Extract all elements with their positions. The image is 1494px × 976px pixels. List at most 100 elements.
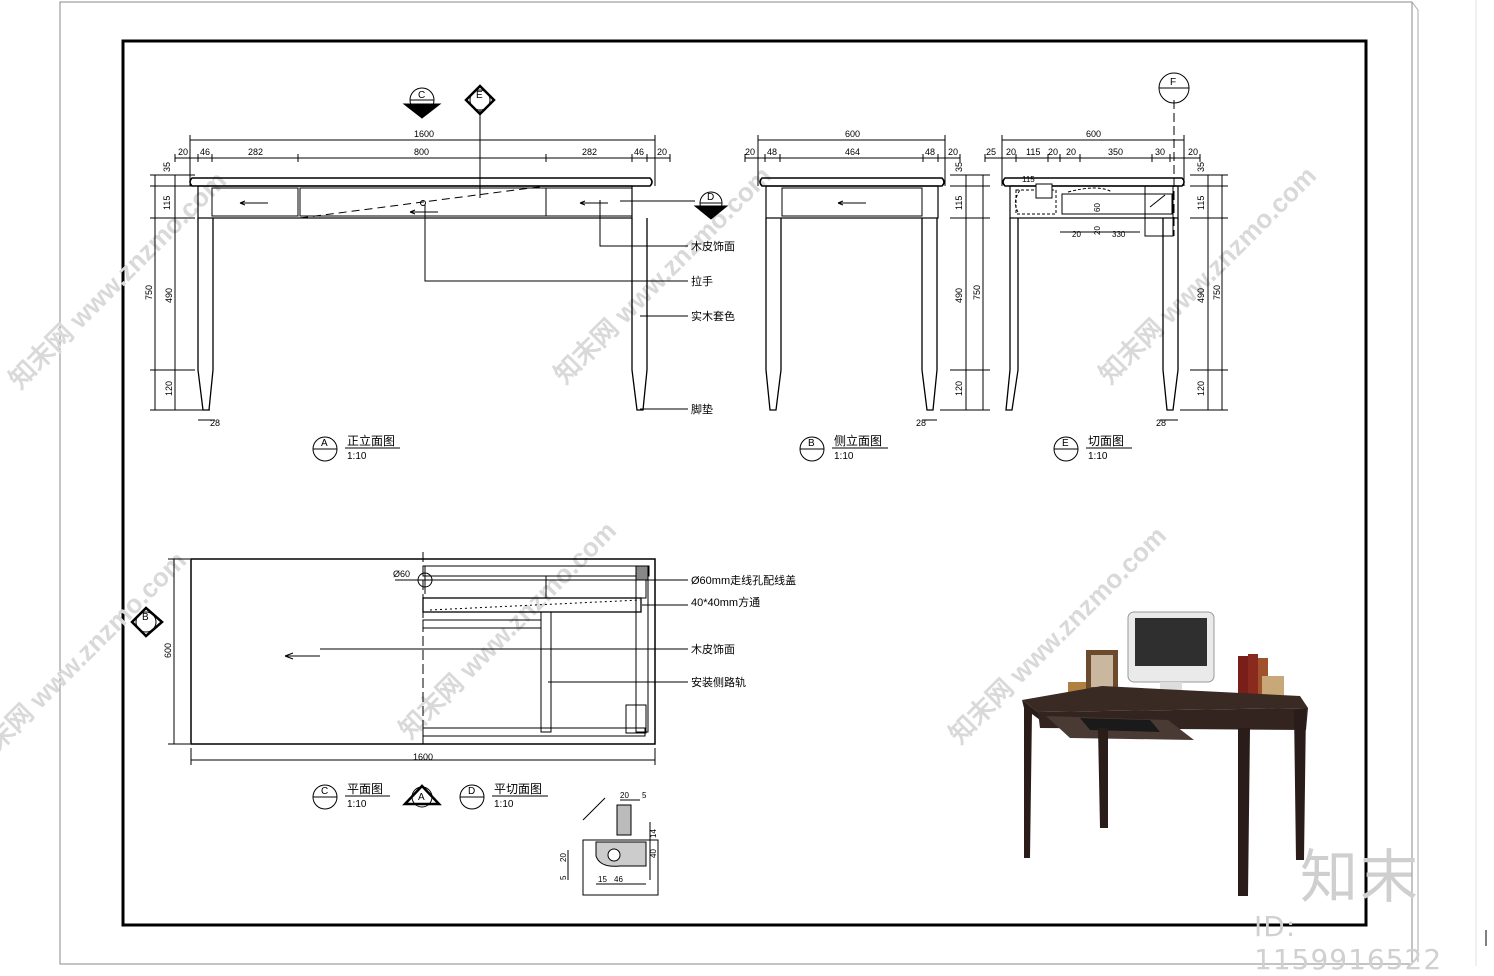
callout-square-tube: 40*40mm方通 [691, 595, 760, 609]
dim-text: 490 [954, 288, 964, 303]
title-tag: C [321, 786, 328, 797]
dim-text: 115 [1196, 196, 1206, 210]
dim-text: 20 [657, 147, 667, 157]
plan-width: 1600 [413, 752, 433, 762]
callout-handle: 拉手 [691, 274, 713, 288]
dim-text: 20 [1072, 230, 1081, 239]
dim-text: 115 [162, 196, 172, 210]
dim-text: 115 [1026, 147, 1040, 157]
dim-text: 115 [954, 196, 964, 210]
dim-text: 330 [1112, 230, 1126, 239]
marker-b: B [142, 612, 149, 623]
dim-text: 282 [248, 147, 263, 157]
view-title: 平切面图 [494, 782, 542, 796]
dim-text: 28 [210, 418, 220, 428]
dim-text: 20 [1066, 147, 1076, 157]
dim-text: 20 [948, 147, 958, 157]
dim-text: 20 [559, 853, 568, 862]
title-tag: B [808, 438, 815, 449]
view-title: 侧立面图 [834, 433, 882, 448]
view-scale: 1:10 [347, 799, 367, 810]
dim-text: 48 [767, 147, 777, 157]
dim-text: 35 [954, 162, 964, 172]
title-tag: D [468, 786, 475, 797]
dim-text: 46 [634, 147, 644, 157]
dim-text: 20 [1093, 226, 1102, 235]
callout-cable-hole: Ø60mm走线孔配线盖 [691, 573, 796, 587]
edge-detail [567, 797, 659, 896]
dim-text: 20 [1006, 147, 1016, 157]
side-elevation [744, 135, 990, 462]
view-title: 正立面图 [347, 433, 395, 448]
dim-text: 15 [598, 875, 607, 884]
dim-text: 48 [925, 147, 935, 157]
view-scale: 1:10 [494, 799, 514, 810]
dim-text: 35 [1196, 162, 1206, 172]
marker-e: E [476, 90, 483, 101]
dim-text: 20 [1188, 147, 1198, 157]
dim-text: 5 [642, 791, 647, 800]
front-total-width: 1600 [414, 129, 434, 139]
dim-text: 14 [649, 829, 658, 838]
title-tag: E [1062, 438, 1069, 449]
paper-outline [59, 1, 1413, 965]
dim-text: 20 [178, 147, 188, 157]
desk-photo [1022, 611, 1308, 896]
dim-text: 490 [164, 288, 174, 303]
front-elevation [150, 84, 729, 462]
dim-text: 350 [1108, 147, 1123, 157]
dim-text: 750 [1212, 285, 1222, 300]
dim-text: 30 [1155, 147, 1165, 157]
side-total-width: 600 [845, 129, 860, 139]
section-view-text: 600 25 20 115 20 20 350 30 20 35 115 490… [986, 77, 1222, 462]
callout-veneer-plan: 木皮饰面 [691, 642, 735, 656]
side-elevation-text: 600 20 48 464 48 20 35 115 490 750 120 2… [745, 129, 982, 462]
marker-c: C [418, 90, 425, 101]
plan-hole: Ø60 [393, 569, 410, 579]
dim-text: 120 [1196, 381, 1206, 396]
dim-text: 120 [954, 381, 964, 396]
dim-text: 46 [614, 875, 623, 884]
section-total-width: 600 [1086, 129, 1101, 139]
dim-text: 28 [1156, 418, 1166, 428]
plan-view [130, 552, 688, 810]
marker-a: A [418, 792, 425, 803]
dim-text: 25 [986, 147, 996, 157]
marker-d: D [707, 192, 714, 203]
title-frame [121, 39, 1368, 927]
dim-text: 464 [845, 147, 860, 157]
callout-solid-wood: 实木套色 [691, 309, 735, 323]
view-scale: 1:10 [1088, 451, 1108, 462]
dim-text: 46 [200, 147, 210, 157]
title-tag: A [321, 438, 328, 449]
dim-text: 282 [582, 147, 597, 157]
plan-view-text: 600 1600 Ø60 B Ø60mm走线孔配线盖 40*40mm方通 木皮饰… [142, 569, 796, 810]
asset-id: ID: 1159916522 [1254, 910, 1443, 976]
plan-depth: 600 [163, 643, 173, 658]
dim-text: 40 [649, 849, 658, 858]
dim-text: 20 [745, 147, 755, 157]
marker-f: F [1170, 77, 1176, 88]
callout-veneer: 木皮饰面 [691, 239, 735, 253]
edge-detail-text: 20 5 14 40 5 20 15 46 [559, 791, 658, 884]
dim-text: 490 [1196, 288, 1206, 303]
view-scale: 1:10 [347, 451, 367, 462]
dim-text: 120 [164, 381, 174, 396]
dim-text: 115 [1022, 175, 1035, 184]
view-title: 切面图 [1088, 434, 1124, 448]
view-title: 平面图 [347, 782, 383, 796]
dim-text: 750 [144, 285, 154, 300]
callout-side-rail: 安装侧路轨 [691, 675, 746, 689]
dim-text: 5 [559, 875, 568, 880]
section-view [984, 72, 1228, 462]
dim-text: 35 [162, 162, 172, 172]
dim-text: 20 [1048, 147, 1058, 157]
view-scale: 1:10 [834, 451, 854, 462]
dim-text: 20 [620, 791, 629, 800]
dim-text: 60 [1093, 203, 1102, 212]
front-elevation-text: 1600 20 46 282 800 282 46 20 35 115 750 … [144, 90, 735, 462]
brand-logo: 知末 [1300, 843, 1421, 911]
dim-text: 750 [972, 285, 982, 300]
